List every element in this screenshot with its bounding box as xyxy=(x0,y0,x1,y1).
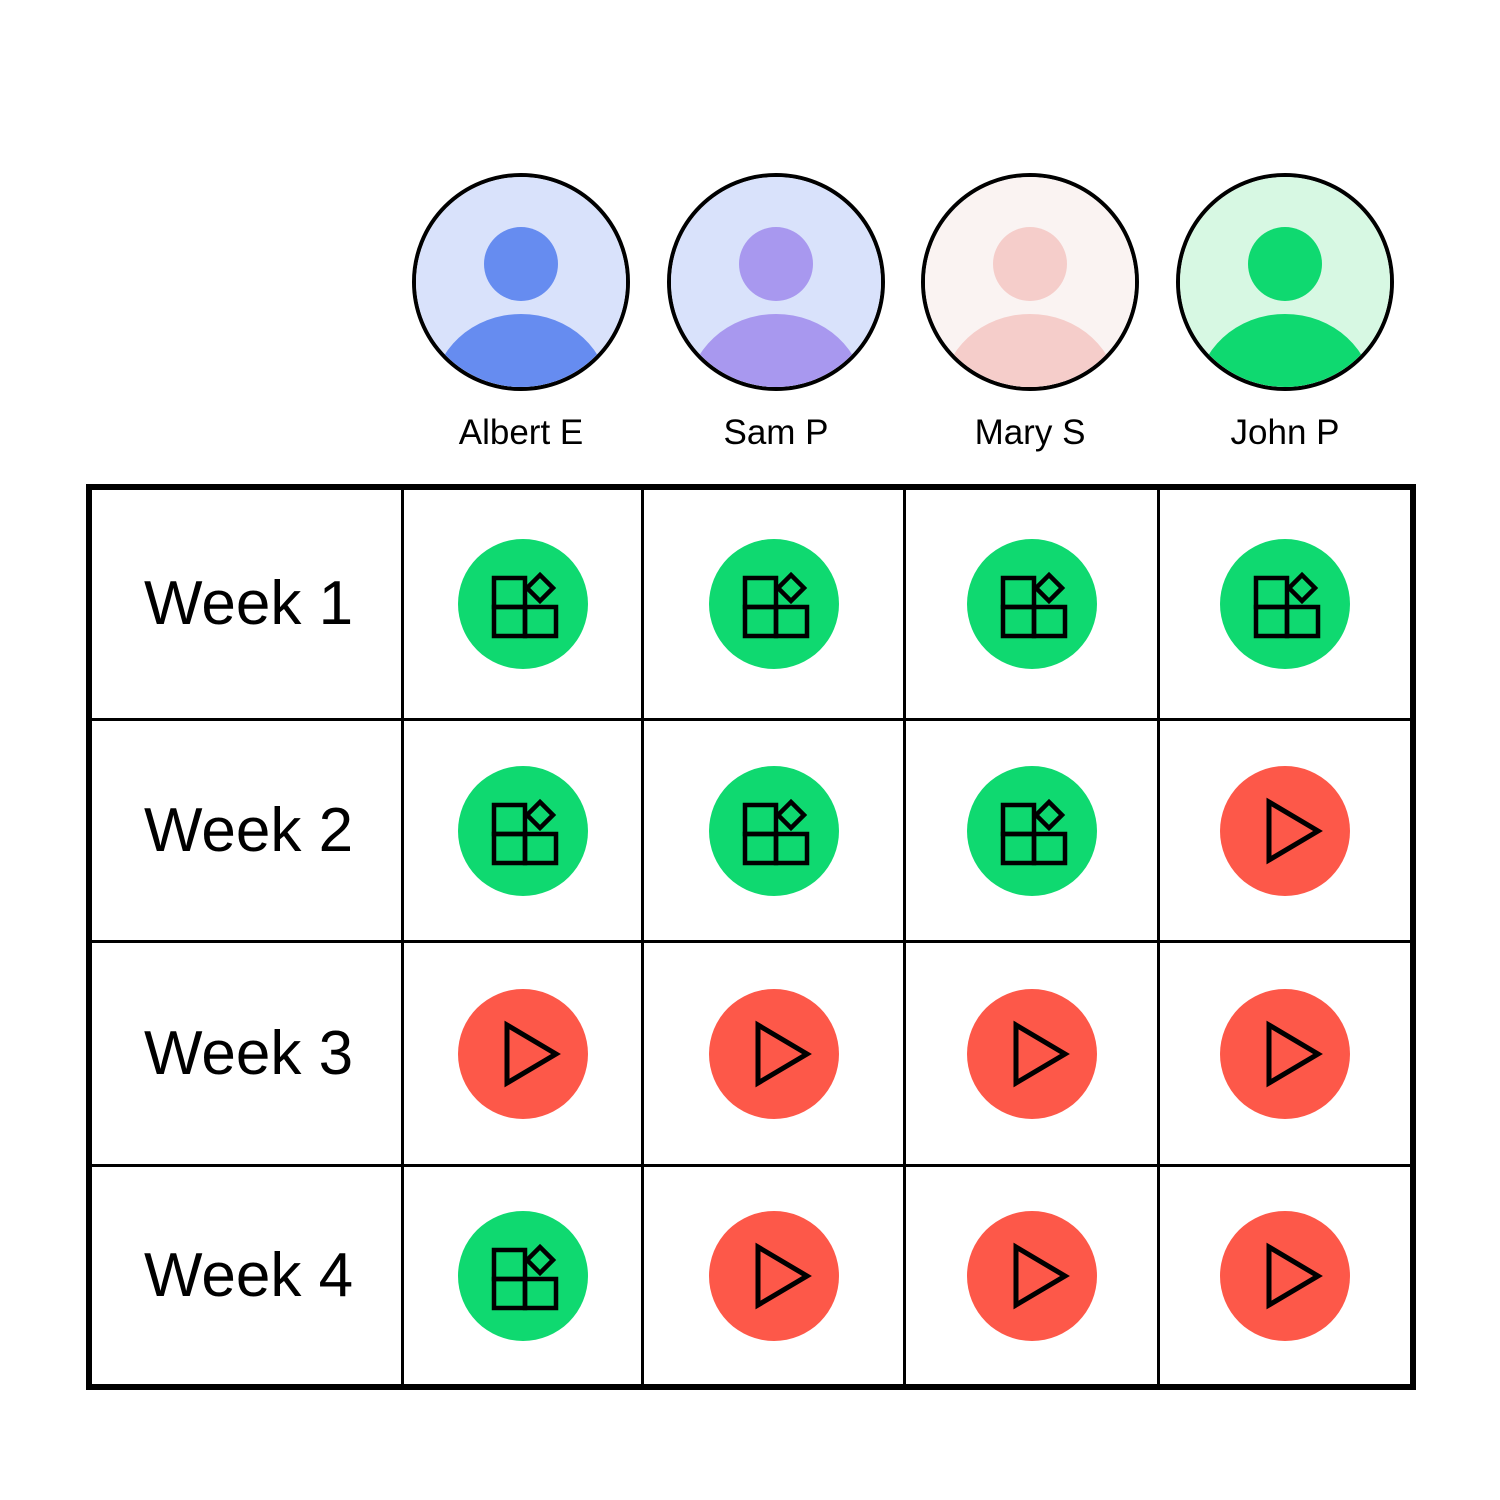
person-column-header: Sam P xyxy=(667,173,887,463)
status-cell xyxy=(404,943,644,1167)
status-cell xyxy=(644,490,906,721)
avatar xyxy=(412,173,630,391)
status-badge-play xyxy=(1220,765,1350,896)
status-badge-apps xyxy=(457,1210,588,1341)
status-badge-play xyxy=(708,1210,839,1341)
status-badge-play xyxy=(708,988,839,1119)
apps-icon xyxy=(491,798,558,865)
apps-icon xyxy=(1000,571,1067,639)
week-label-cell: Week 3 xyxy=(92,943,404,1167)
week-label: Week 2 xyxy=(144,795,354,865)
status-cell xyxy=(404,721,644,943)
play-icon xyxy=(755,1020,812,1087)
status-badge-play xyxy=(457,988,588,1119)
status-badge-apps xyxy=(708,539,839,669)
status-cell xyxy=(1160,1167,1410,1384)
people-header: Albert E Sam P Mary S xyxy=(0,0,1500,470)
status-badge-play xyxy=(966,988,1097,1119)
status-badge-apps xyxy=(708,765,839,896)
person-name: John P xyxy=(1230,413,1340,452)
status-cell xyxy=(906,1167,1160,1384)
person-name: Mary S xyxy=(974,413,1086,452)
status-cell xyxy=(1160,943,1410,1167)
person-column-header: Mary S xyxy=(921,173,1141,463)
status-cell xyxy=(906,490,1160,721)
status-badge-apps xyxy=(457,539,588,669)
week-label-cell: Week 4 xyxy=(92,1167,404,1384)
week-label: Week 1 xyxy=(144,569,354,638)
status-cell xyxy=(404,1167,644,1384)
play-icon xyxy=(1266,797,1323,864)
week-label: Week 4 xyxy=(144,1240,354,1310)
person-name: Sam P xyxy=(723,413,829,452)
apps-icon xyxy=(1253,571,1321,639)
status-badge-play xyxy=(966,1210,1097,1341)
apps-icon xyxy=(491,1243,558,1310)
play-icon xyxy=(1013,1020,1070,1087)
status-cell xyxy=(906,721,1160,943)
play-icon xyxy=(1013,1242,1070,1309)
status-cell xyxy=(906,943,1160,1167)
play-icon xyxy=(1266,1020,1323,1087)
play-icon xyxy=(755,1242,812,1309)
status-badge-apps xyxy=(966,539,1097,669)
user-icon xyxy=(925,177,1135,387)
status-cell xyxy=(1160,490,1410,721)
week-label-cell: Week 1 xyxy=(92,490,404,721)
apps-icon xyxy=(1000,798,1067,865)
avatar xyxy=(667,173,885,391)
week-label: Week 3 xyxy=(144,1018,354,1088)
week-label-cell: Week 2 xyxy=(92,721,404,943)
avatar xyxy=(1176,173,1394,391)
user-icon xyxy=(416,177,626,387)
apps-icon xyxy=(491,571,558,639)
status-cell xyxy=(644,943,906,1167)
apps-icon xyxy=(742,798,809,865)
status-badge-apps xyxy=(457,765,588,896)
status-cell xyxy=(644,1167,906,1384)
status-cell xyxy=(404,490,644,721)
avatar xyxy=(921,173,1139,391)
person-column-header: Albert E xyxy=(412,173,632,463)
status-cell xyxy=(644,721,906,943)
status-badge-play xyxy=(1220,1210,1350,1341)
weekly-status-grid: Week 1 Week 2 Week 3 Week 4 xyxy=(86,484,1416,1390)
status-cell xyxy=(1160,721,1410,943)
status-badge-apps xyxy=(1220,539,1350,669)
status-badge-play xyxy=(1220,988,1350,1119)
user-icon xyxy=(671,177,881,387)
play-icon xyxy=(1266,1242,1323,1309)
person-name: Albert E xyxy=(458,413,584,452)
apps-icon xyxy=(742,571,809,639)
person-column-header: John P xyxy=(1176,173,1396,463)
play-icon xyxy=(504,1020,561,1087)
status-badge-apps xyxy=(966,765,1097,896)
user-icon xyxy=(1180,177,1390,387)
